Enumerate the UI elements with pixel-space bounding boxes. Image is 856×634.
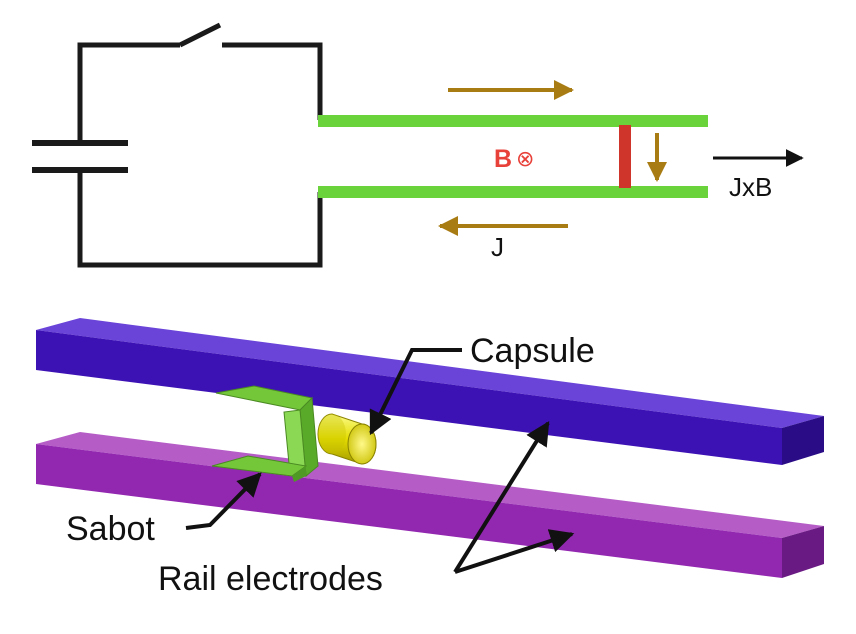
lower-rail [318,186,708,198]
capsule-label: Capsule [470,332,595,370]
current-label: J [491,232,504,262]
rail-electrodes-label: Rail electrodes [158,560,383,598]
circuit-diagram: B ⊗ JxB J [32,22,804,268]
rails-leader-upper [453,420,550,574]
leader-lines [185,348,575,574]
force-label: JxB [729,172,772,202]
capsule [317,413,377,465]
rails-leader-lower [454,529,575,574]
armature [619,125,631,188]
upper-rail [318,115,708,127]
switch-blade [178,22,222,48]
circuit-wires [77,22,323,268]
sabot-label: Sabot [66,510,155,548]
upper-rail-electrode [36,318,824,465]
capsule-leader [369,348,462,436]
b-field-into-page-icon: ⊗ [516,147,534,172]
sabot [211,385,319,482]
railgun-3d-model: Capsule Sabot Rail electrodes [36,318,824,598]
capacitor-icon [32,140,128,173]
sabot-leader [185,472,262,530]
lower-rail-electrode [36,432,824,578]
b-field-label: B [494,145,512,173]
